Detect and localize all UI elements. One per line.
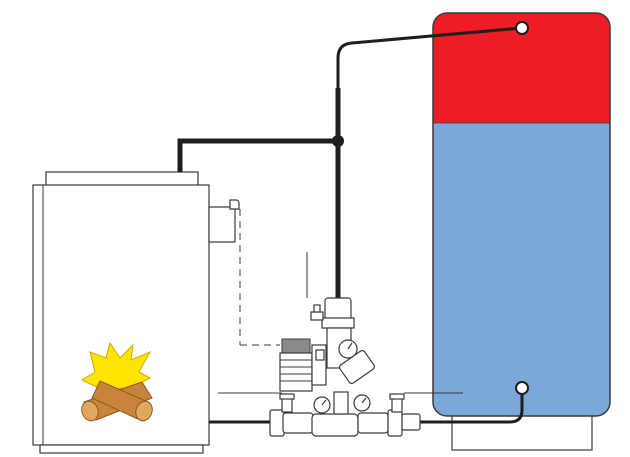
upper-valve-body bbox=[324, 297, 352, 321]
flow-pipe-boiler bbox=[177, 138, 338, 172]
tank-hot-section bbox=[433, 13, 610, 123]
flame bbox=[80, 341, 152, 390]
boiler-base bbox=[39, 444, 204, 454]
tank-bottom-sensor bbox=[515, 381, 529, 395]
manifold-right-end bbox=[401, 413, 421, 431]
pump-icon bbox=[279, 338, 327, 392]
gauge-icon bbox=[338, 339, 358, 359]
manifold-left-cap bbox=[269, 409, 285, 437]
storage-tank bbox=[432, 12, 611, 451]
gauge-icon bbox=[313, 396, 331, 414]
log-right bbox=[91, 380, 153, 422]
manifold-center bbox=[311, 413, 359, 437]
upper-valve-collar bbox=[321, 317, 355, 329]
pump-valve-group bbox=[218, 252, 463, 437]
tank-bottom-pipe bbox=[420, 390, 524, 424]
tank-top-pipe bbox=[336, 26, 523, 88]
valve-knob bbox=[313, 304, 321, 313]
valve-icon bbox=[310, 311, 324, 321]
boiler-control-box bbox=[208, 206, 236, 243]
pump-terminal bbox=[315, 349, 325, 361]
pipes bbox=[177, 21, 529, 424]
valve-icon bbox=[389, 392, 463, 413]
angled-valve bbox=[338, 349, 376, 385]
manifold-right-cap bbox=[387, 409, 403, 437]
manifold-right bbox=[357, 412, 389, 434]
gauge-icon bbox=[353, 394, 371, 412]
fire-icon bbox=[80, 341, 153, 422]
boiler bbox=[32, 171, 280, 454]
boiler-top-lid bbox=[45, 171, 199, 187]
manifold-center-riser bbox=[333, 391, 349, 415]
tank-cold-section bbox=[433, 123, 610, 416]
sensor-icon bbox=[229, 199, 240, 210]
pump-motor bbox=[279, 352, 313, 392]
pipe-junction bbox=[332, 135, 344, 147]
pump-motor-top bbox=[281, 338, 311, 354]
tank-base bbox=[451, 414, 593, 451]
tank-top-sensor bbox=[515, 21, 529, 35]
valve-icon bbox=[218, 392, 295, 413]
manifold-left bbox=[282, 412, 314, 434]
